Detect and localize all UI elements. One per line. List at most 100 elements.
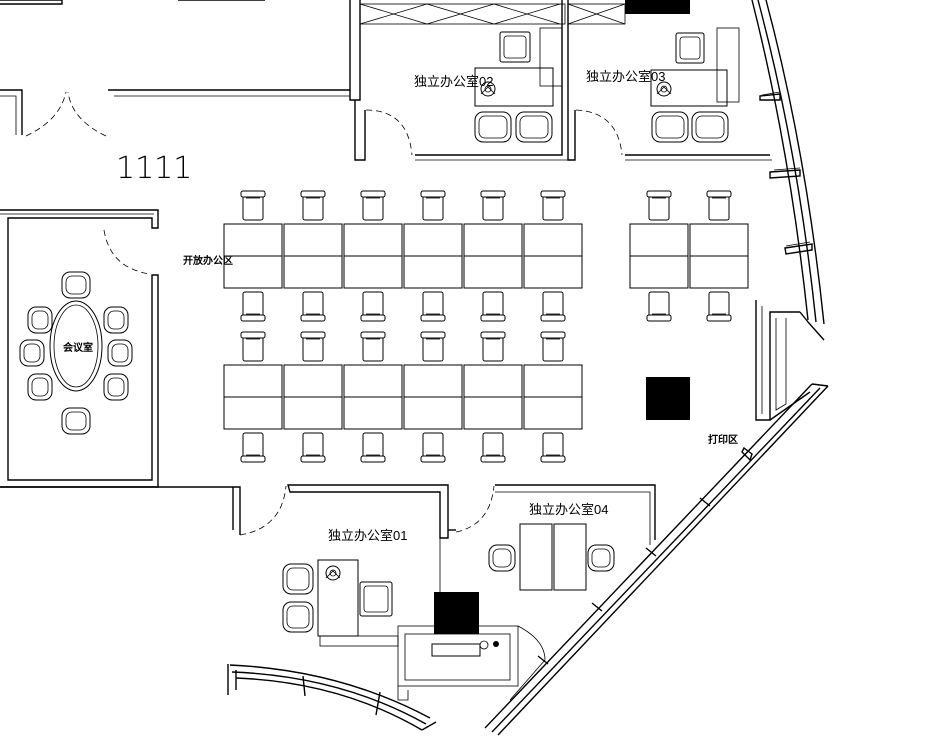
desk: [283, 223, 343, 257]
desk: [403, 223, 463, 257]
armchair: [282, 601, 314, 633]
lamp-icon: [480, 81, 496, 97]
chair-back: [420, 455, 446, 463]
armchair: [27, 373, 53, 401]
desk: [553, 523, 587, 591]
armchair-seat: [695, 115, 725, 139]
desk: [403, 255, 463, 289]
office-01-label: 独立办公室01: [328, 528, 407, 543]
desk: [223, 223, 283, 257]
armchair: [474, 111, 512, 143]
chair-back: [360, 455, 386, 463]
meeting-table: [49, 300, 103, 392]
armchair-seat: [111, 343, 129, 363]
armchair-seat: [107, 377, 125, 397]
armchair: [103, 373, 129, 401]
lamp-icon: [484, 85, 492, 93]
lamp-icon: [325, 570, 341, 579]
armchair: [282, 563, 314, 595]
armchair: [587, 544, 615, 572]
armchair-seat: [286, 605, 310, 629]
armchair: [691, 111, 729, 143]
armchair-seat: [286, 567, 310, 591]
desk: [343, 396, 403, 430]
lamp-icon: [660, 85, 668, 93]
desk: [283, 255, 343, 289]
desk: [403, 396, 463, 430]
meeting-table: [53, 304, 99, 388]
armchair-seat: [492, 548, 512, 568]
chair-back: [480, 455, 506, 463]
chair-back: [646, 190, 672, 198]
armchair-seat: [107, 310, 125, 330]
desk: [463, 396, 523, 430]
chair-back: [300, 455, 326, 463]
desk: [463, 255, 523, 289]
armchair: [61, 271, 91, 299]
exec-chair: [359, 581, 393, 617]
lamp-icon: [656, 86, 672, 95]
chair-back: [540, 190, 566, 198]
desk: [519, 523, 553, 591]
exec-chair-seat: [503, 35, 527, 59]
desk: [343, 223, 403, 257]
armchair-seat: [31, 377, 49, 397]
furniture: [19, 27, 749, 647]
desk: [463, 364, 523, 398]
chair-back: [240, 331, 266, 339]
armchair: [19, 339, 45, 367]
desk: [223, 396, 283, 430]
side-cabinet: [319, 635, 399, 647]
armchair-seat: [655, 115, 685, 139]
desk: [689, 223, 749, 257]
chair-back: [540, 314, 566, 322]
chair-back: [240, 455, 266, 463]
desk: [283, 396, 343, 430]
desk: [629, 255, 689, 289]
exec-chair: [499, 31, 531, 63]
desk: [523, 223, 583, 257]
exec-chair: [675, 32, 705, 64]
lamp-icon: [480, 86, 496, 95]
armchair: [61, 407, 91, 435]
office-02-label: 独立办公室02: [414, 74, 493, 89]
meeting-room-label: 会议室: [63, 341, 93, 354]
chair-back: [420, 190, 446, 198]
armchair-seat: [65, 411, 87, 431]
desk: [343, 364, 403, 398]
armchair-seat: [65, 275, 87, 295]
chair-back: [480, 314, 506, 322]
lamp-icon: [325, 565, 341, 581]
chair-back: [646, 314, 672, 322]
armchair-seat: [23, 343, 41, 363]
side-cabinet: [716, 27, 740, 103]
chair-back: [360, 190, 386, 198]
print-area-label: 打印区: [708, 433, 738, 446]
chair-back: [300, 314, 326, 322]
desk: [403, 364, 463, 398]
armchair: [103, 306, 129, 334]
lamp-icon: [329, 569, 337, 577]
armchair-seat: [519, 115, 549, 139]
walls: [0, 0, 829, 736]
chair-back: [420, 314, 446, 322]
desk: [629, 223, 689, 257]
chair-back: [480, 190, 506, 198]
desk: [689, 255, 749, 289]
columns: [434, 0, 690, 634]
side-cabinet: [539, 27, 563, 87]
chair-back: [540, 331, 566, 339]
desk: [223, 364, 283, 398]
chair-back: [420, 331, 446, 339]
office-04-label: 独立办公室04: [529, 502, 608, 517]
armchair-seat: [478, 115, 508, 139]
armchair: [515, 111, 553, 143]
chair-back: [540, 455, 566, 463]
room-number-label: 1111: [116, 151, 192, 186]
desk: [463, 223, 523, 257]
desk: [523, 396, 583, 430]
armchair: [27, 306, 53, 334]
chair-back: [300, 331, 326, 339]
desk: [523, 255, 583, 289]
